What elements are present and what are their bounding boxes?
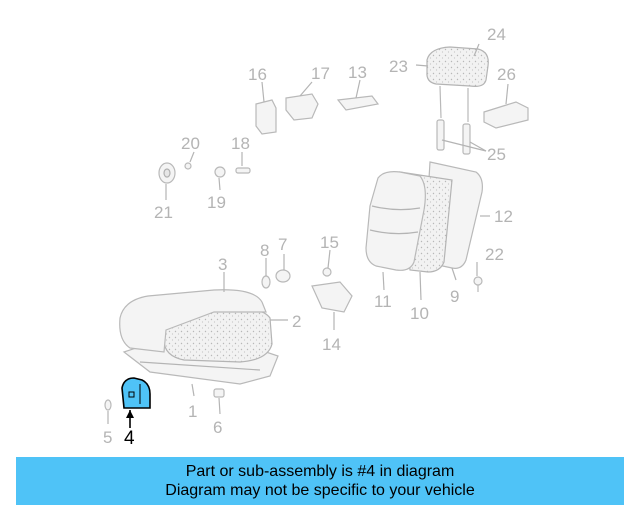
callout-12: 12 (494, 207, 513, 226)
callout-13: 13 (348, 63, 367, 82)
nut-19 (214, 166, 226, 178)
recliner-14 (311, 281, 353, 313)
callout-26: 26 (497, 65, 516, 84)
bracket-26 (483, 101, 529, 129)
part-info-line: Part or sub-assembly is #4 in diagram (185, 463, 455, 480)
grommet-21 (158, 162, 176, 184)
bolt-22 (473, 276, 483, 292)
callout-21: 21 (154, 203, 173, 222)
hinge-cover-16 (255, 99, 277, 135)
callout-5: 5 (103, 428, 112, 447)
callout-16: 16 (248, 65, 267, 84)
callout-19: 19 (207, 193, 226, 212)
callout-17: 17 (311, 64, 330, 83)
callout-3: 3 (218, 255, 227, 274)
callout-20: 20 (181, 134, 200, 153)
vehicle-disclaimer-line: Diagram may not be specific to your vehi… (165, 482, 475, 499)
headrest-guides (436, 119, 471, 155)
callout-18: 18 (231, 134, 250, 153)
clip-8 (261, 275, 271, 289)
cover-7 (275, 269, 291, 283)
clip-5 (104, 399, 112, 411)
callout-22: 22 (485, 245, 504, 264)
clip-20 (184, 162, 192, 170)
part-info-banner: Part or sub-assembly is #4 in diagram Di… (16, 457, 624, 505)
cover-17 (285, 93, 319, 121)
handle-13 (336, 95, 380, 111)
switch-15 (322, 267, 332, 277)
highlighted-part-4[interactable] (121, 377, 151, 409)
callout-11: 11 (374, 292, 392, 311)
callout-15: 15 (320, 233, 339, 252)
callout-10: 10 (410, 304, 429, 323)
bolt-6 (213, 388, 225, 398)
callout-9: 9 (450, 287, 459, 306)
callout-14: 14 (322, 335, 341, 354)
leader-line-4 (126, 410, 134, 428)
seat-cushion-cover-3 (119, 289, 267, 353)
callout-4[interactable]: 4 (124, 428, 135, 449)
leader-lines (107, 43, 509, 424)
parts-diagram: 24 23 26 16 17 13 25 20 18 19 21 12 22 1… (103, 25, 529, 449)
bolt-18 (235, 167, 251, 174)
callout-7: 7 (278, 235, 287, 254)
headrest (426, 46, 489, 122)
callout-2: 2 (292, 312, 301, 331)
callout-25: 25 (487, 145, 506, 164)
seat-back-cover-11 (365, 171, 426, 271)
callout-6: 6 (213, 418, 222, 437)
callout-8: 8 (260, 241, 269, 260)
callout-23: 23 (389, 57, 408, 76)
callout-24: 24 (487, 25, 506, 44)
callout-1: 1 (188, 402, 197, 421)
